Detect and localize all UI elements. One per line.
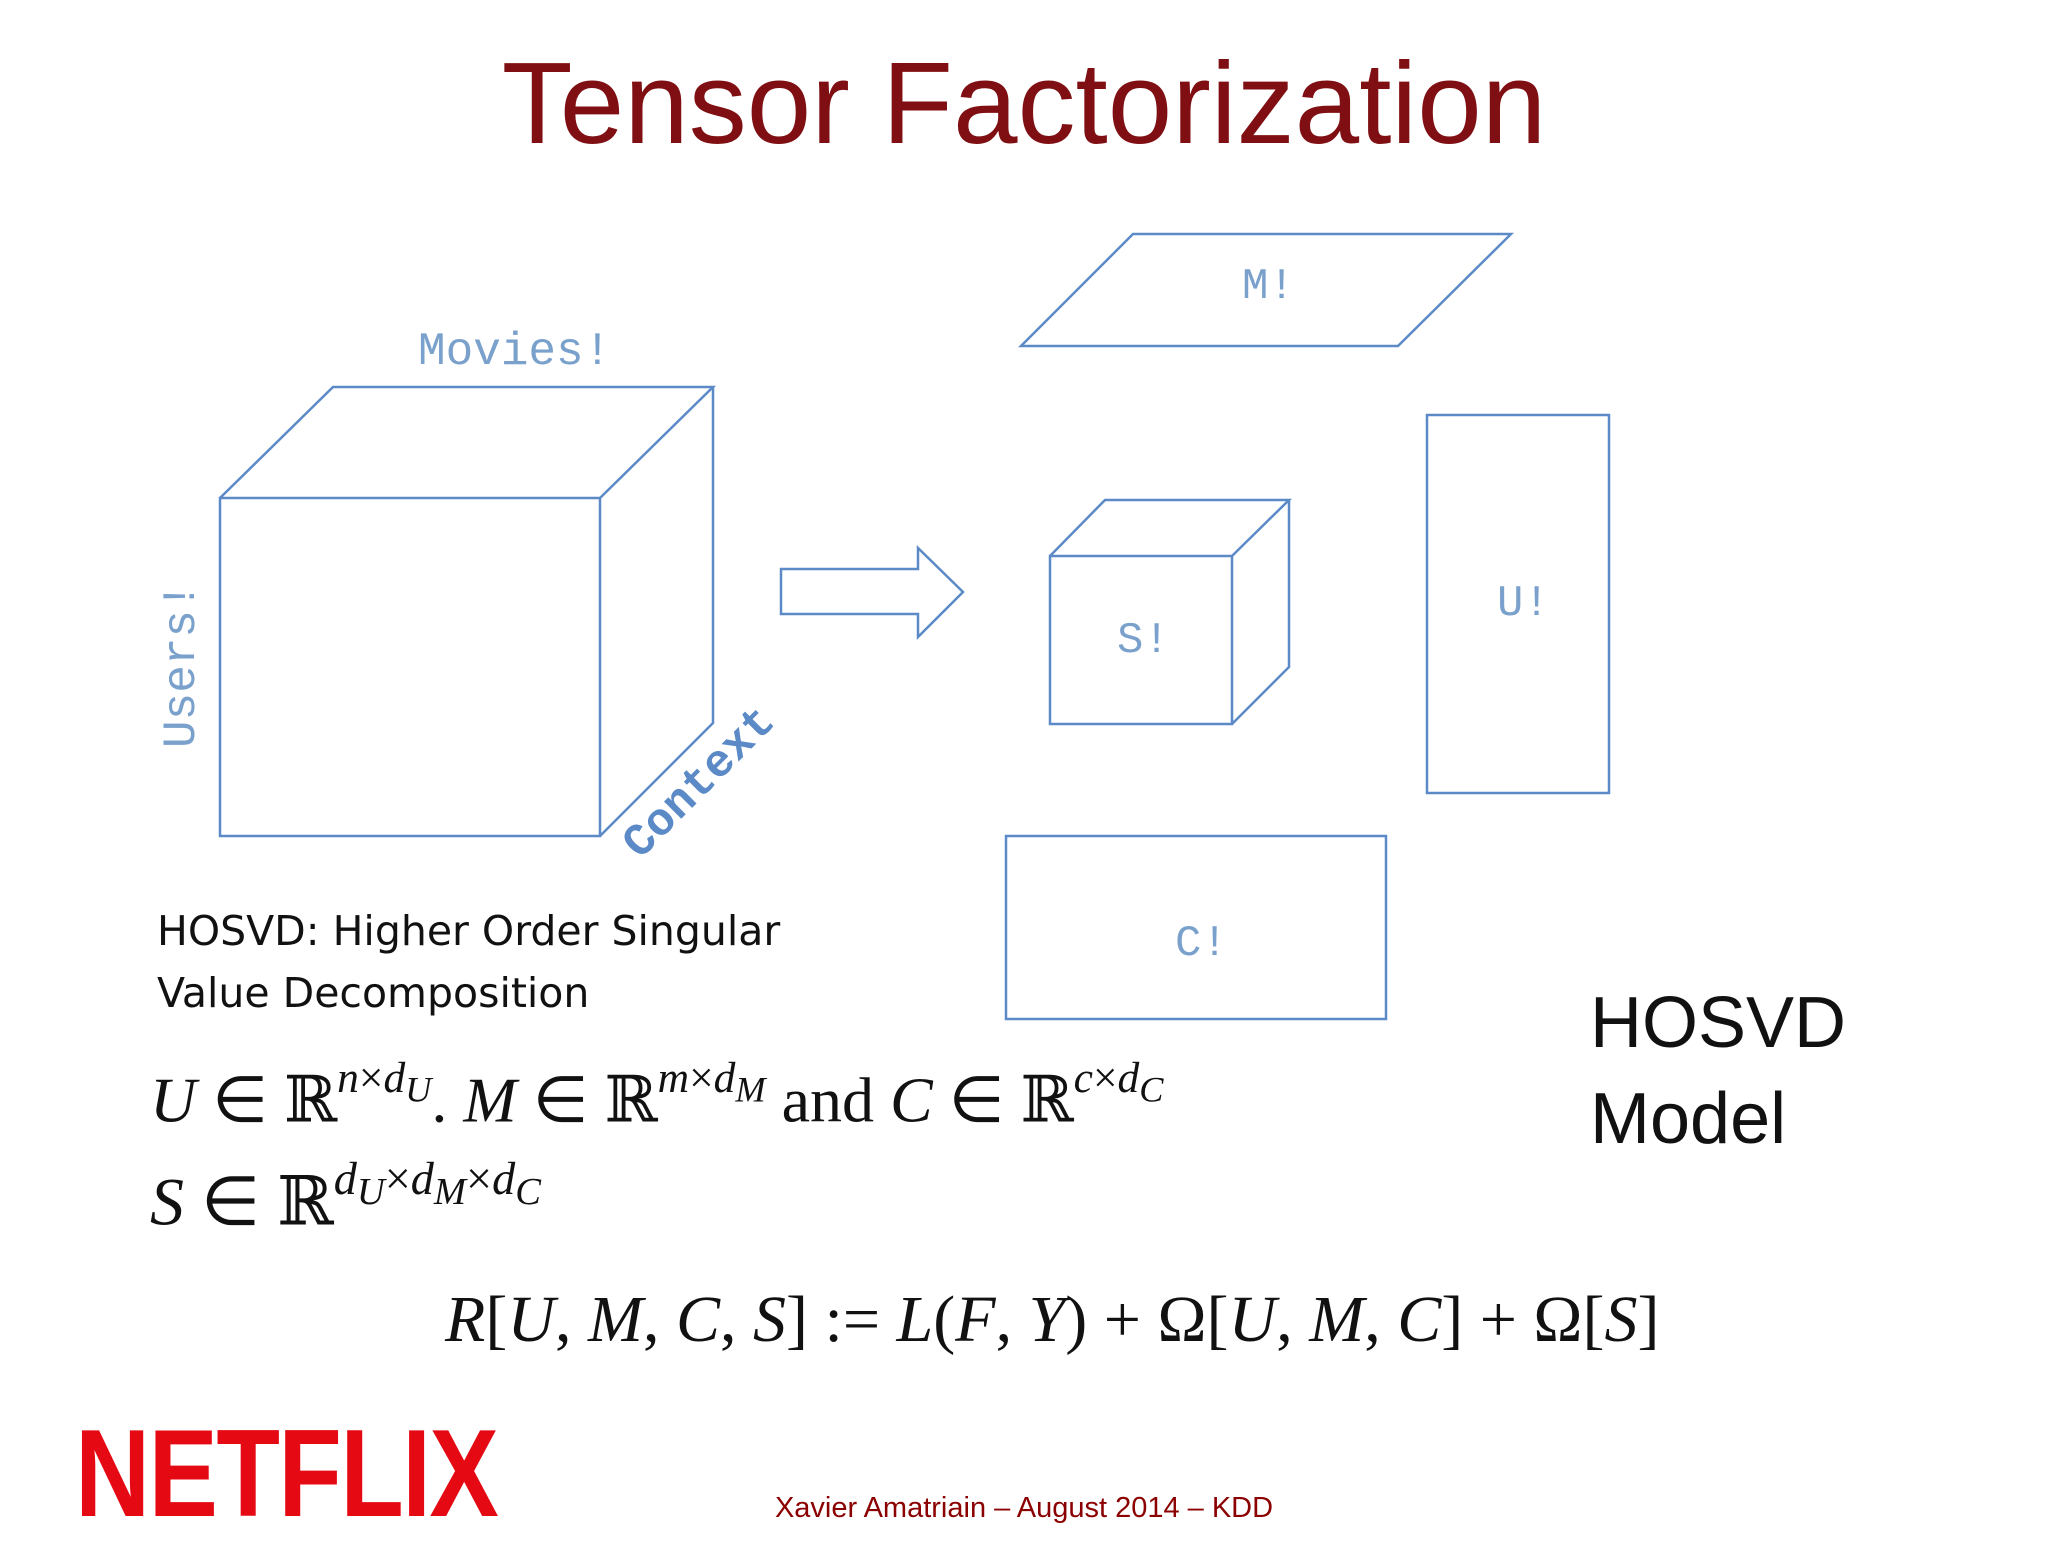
equation-objective: R[U, M, C, S] := L(F, Y) + Ω[U, M, C] + … [445,1283,1660,1356]
cube-front-face [218,496,602,838]
model-label-line-1: HOSVD [1590,983,1847,1063]
factor-c-rect [1004,834,1388,1021]
hosvd-description: HOSVD: Higher Order Singular Value Decom… [157,900,780,1024]
equation-assign: := [824,1283,881,1356]
tensor-label-context: Context [613,696,786,869]
hosvd-model-label: HOSVD Model [1590,975,1846,1167]
factor-m-shape [1017,232,1515,348]
model-label-line-2: Model [1590,1079,1787,1159]
factor-label-m: M! [1242,262,1295,312]
netflix-logo: NETFLIX [75,1405,499,1543]
factor-s-cube [1048,498,1293,726]
factor-label-s: S! [1117,616,1170,666]
cube-top-face [219,385,717,499]
factor-u-rect [1425,413,1611,795]
equation-factor-dimensions: U ∈ ℝn×dU. M ∈ ℝm×dM and C ∈ ℝc×dC [150,1054,1164,1138]
equation-core-tensor: S ∈ ℝdU×dM×dC [150,1154,541,1242]
factor-label-u: U! [1497,579,1550,629]
tensor-label-users: Users! [156,582,208,748]
tensor-cube [218,385,717,838]
factor-label-c: C! [1175,919,1228,969]
cube-side-face [599,387,715,837]
description-line-2: Value Decomposition [157,969,590,1017]
s-cube-top-face [1049,498,1293,557]
s-cube-side-face [1231,500,1291,725]
description-line-1: HOSVD: Higher Order Singular [157,907,781,955]
right-arrow-icon [779,545,965,641]
equation-and: and [781,1064,875,1136]
slide-title: Tensor Factorization [501,38,1547,168]
s-cube-front-face [1048,554,1234,726]
footer-credit: Xavier Amatriain – August 2014 – KDD [774,1492,1274,1524]
tensor-label-movies: Movies! [418,326,611,378]
